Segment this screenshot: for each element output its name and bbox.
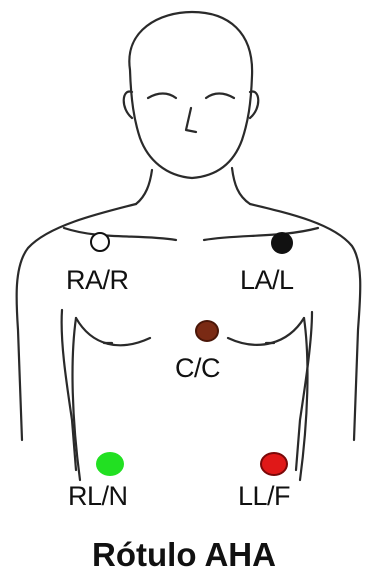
electrode-c	[195, 320, 219, 342]
head-outline	[129, 12, 252, 178]
right-eye	[148, 94, 176, 99]
right-torso-side	[73, 318, 80, 480]
left-eye	[206, 94, 234, 99]
neck-right	[136, 170, 152, 204]
left-pectoral	[228, 318, 304, 345]
caption: Rótulo AHA	[0, 538, 368, 571]
electrode-la	[271, 232, 293, 254]
electrode-ll	[260, 452, 288, 476]
right-collarbone	[64, 228, 176, 240]
electrode-ra	[90, 232, 110, 252]
label-la: LA/L	[240, 267, 294, 294]
label-ll: LL/F	[238, 483, 290, 510]
left-collarbone	[204, 228, 318, 240]
right-pectoral	[76, 318, 150, 345]
label-c: C/C	[175, 355, 220, 382]
electrode-rl	[96, 452, 124, 476]
label-ra: RA/R	[66, 267, 129, 294]
nose	[186, 108, 196, 132]
label-rl: RL/N	[68, 483, 128, 510]
neck-left	[232, 168, 250, 204]
